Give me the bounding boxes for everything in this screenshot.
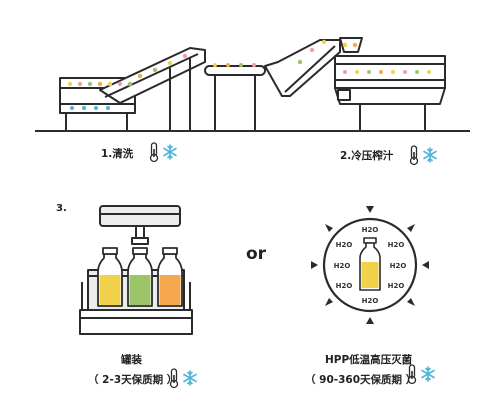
thermometer-icon: [149, 142, 159, 163]
or-label: or: [246, 244, 267, 264]
snowflake-icon: [183, 370, 197, 386]
thermometer-icon: [409, 145, 419, 166]
h2o-label: H2O: [388, 282, 405, 290]
h2o-labels: H2O H2O H2O H2O H2O H2O H2O H2O: [334, 226, 407, 305]
snowflake-icon: [163, 144, 177, 160]
juice-bottles: [97, 247, 183, 307]
fruit-dots: [67, 39, 327, 110]
h2o-label: H2O: [390, 262, 407, 270]
step-press-label: 2.冷压榨汁: [340, 150, 394, 162]
snowflake-icon: [423, 147, 437, 163]
h2o-label: H2O: [362, 297, 379, 305]
step-3-number: 3.: [56, 203, 67, 214]
press-fruit-dots: [342, 42, 431, 74]
bottling-shelf-life: （ 2-3天保质期 ）: [88, 374, 178, 386]
step-wash-label: 1.清洗: [101, 148, 134, 160]
hpp-shelf-life: （ 90-360天保质期 ）: [305, 374, 417, 386]
cold-press-machine: [334, 37, 446, 131]
h2o-label: H2O: [334, 262, 351, 270]
h2o-label: H2O: [336, 241, 353, 249]
h2o-label: H2O: [336, 282, 353, 290]
hpp-label: HPP低温高压灭菌: [325, 354, 413, 366]
h2o-label: H2O: [362, 226, 379, 234]
hpp-chamber: [311, 206, 429, 324]
washing-machine: [35, 39, 470, 132]
bottling-label: 罐装: [121, 354, 142, 366]
snowflake-icon: [421, 366, 435, 382]
h2o-label: H2O: [388, 241, 405, 249]
